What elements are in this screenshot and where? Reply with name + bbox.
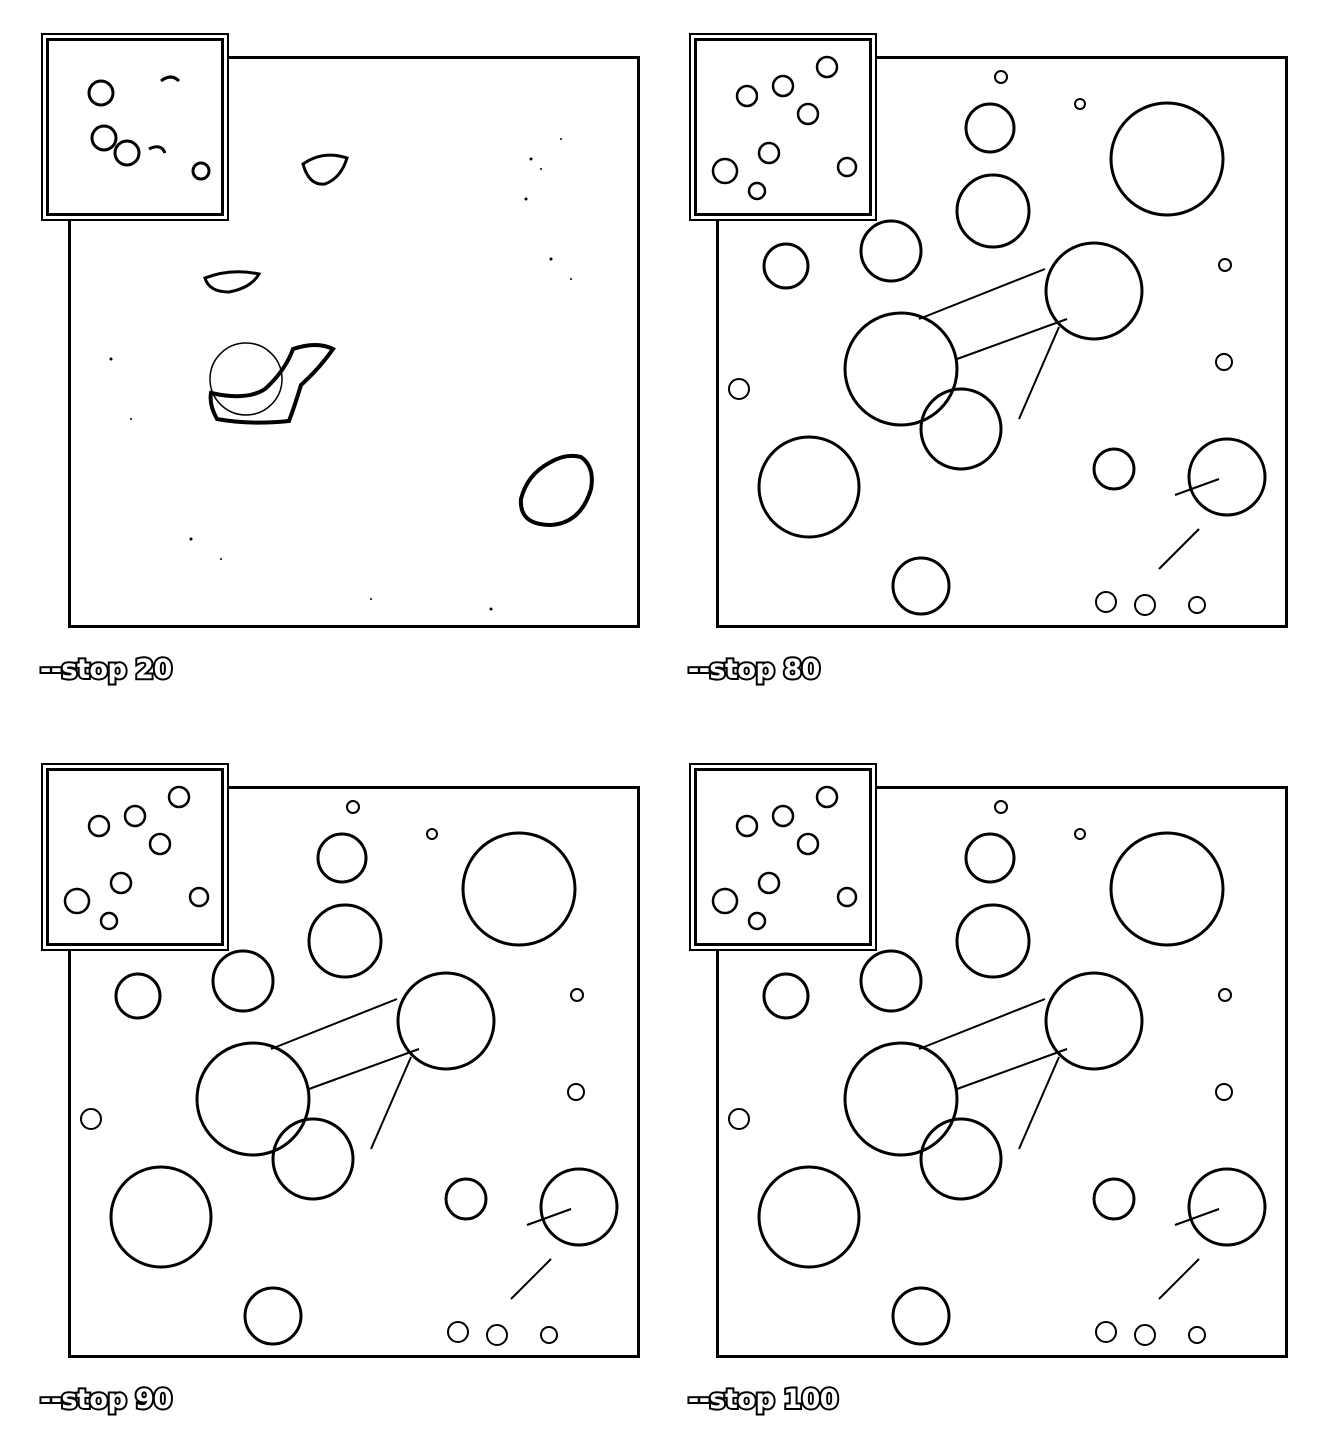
inset-thumbnail: [46, 768, 224, 946]
inset-image: [711, 55, 858, 201]
inset-image: [63, 785, 210, 931]
panel-stop-80: --stop 80: [686, 36, 1288, 726]
sketch-image: [80, 800, 619, 1346]
sketch-image: [109, 138, 594, 611]
stop-caption: --stop 100: [686, 1382, 841, 1417]
panel-stop-90: --stop 90: [38, 766, 640, 1456]
inset-thumbnail: [694, 38, 872, 216]
panel-stop-100: --stop 100: [686, 766, 1288, 1456]
sketch-image: [728, 70, 1267, 616]
stop-caption: --stop 20: [38, 652, 174, 687]
stop-caption: --stop 80: [686, 652, 822, 687]
panel-stop-20: --stop 20: [38, 36, 640, 726]
inset-thumbnail: [46, 38, 224, 216]
main-image: [716, 786, 1288, 1358]
inset-image: [87, 75, 211, 181]
inset-thumbnail: [694, 768, 872, 946]
inset-image: [711, 785, 858, 931]
stop-caption: --stop 90: [38, 1382, 174, 1417]
sketch-image: [728, 800, 1267, 1346]
